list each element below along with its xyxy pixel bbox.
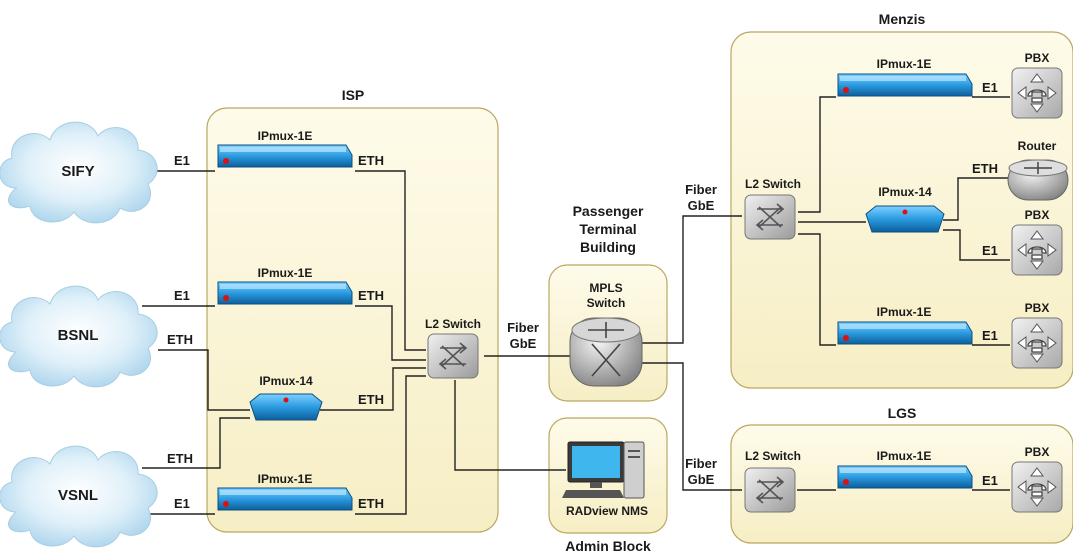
pbx-icon — [1011, 317, 1063, 369]
l2-switch-icon — [744, 467, 796, 513]
link-label: ETH — [167, 332, 193, 347]
link-label: ETH — [358, 288, 384, 303]
device-label: IPmux-1E — [258, 472, 313, 486]
device-label: MPLS — [589, 281, 622, 295]
device-label: IPmux-1E — [877, 305, 932, 319]
device-label: IPmux-14 — [259, 374, 313, 388]
cloud-label-bsnl: BSNL — [58, 327, 99, 344]
link-label: E1 — [174, 153, 190, 168]
ipmux-1e-device — [217, 281, 353, 305]
isp-zone — [206, 107, 499, 533]
link-label: GbE — [688, 198, 715, 213]
link-label: E1 — [982, 243, 998, 258]
device-label: RADview NMS — [566, 504, 648, 518]
connection-lines — [142, 96, 1010, 515]
ipmux-1e-device — [217, 487, 353, 511]
device-label: PBX — [1025, 301, 1050, 315]
link-label: E1 — [174, 288, 190, 303]
link-label: E1 — [174, 496, 190, 511]
device-label: PBX — [1025, 51, 1050, 65]
device-label: Router — [1018, 139, 1057, 153]
device-label: IPmux-1E — [877, 57, 932, 71]
cloud-label-sify: SIFY — [61, 163, 94, 180]
device-label: IPmux-1E — [258, 266, 313, 280]
device-label: Switch — [587, 296, 626, 310]
link-label: E1 — [982, 328, 998, 343]
zone-label-lgs: LGS — [888, 405, 917, 421]
device-label: PBX — [1025, 445, 1050, 459]
nms-computer-icon — [562, 441, 645, 499]
l2-switch-icon — [427, 333, 479, 379]
ipmux-14-device — [865, 205, 945, 233]
pbx-icon — [1011, 67, 1063, 119]
link-label: ETH — [358, 153, 384, 168]
zone-label-terminal: Terminal — [579, 221, 636, 237]
ipmux-14-device — [249, 393, 323, 421]
zone-label-terminal: Passenger — [573, 203, 644, 219]
zone-label-isp: ISP — [342, 87, 365, 103]
link-label: ETH — [972, 161, 998, 176]
link-label: GbE — [688, 472, 715, 487]
device-label: L2 Switch — [745, 449, 801, 463]
ipmux-1e-device — [837, 465, 973, 489]
router-icon — [1007, 159, 1069, 201]
device-label: IPmux-1E — [877, 449, 932, 463]
mpls-switch-icon — [569, 317, 643, 387]
link-label: ETH — [358, 392, 384, 407]
device-label: PBX — [1025, 208, 1050, 222]
device-label: IPmux-1E — [258, 129, 313, 143]
pbx-icon — [1011, 461, 1063, 513]
link-label: E1 — [982, 473, 998, 488]
zone-label-terminal: Building — [580, 239, 636, 255]
device-label: IPmux-14 — [878, 185, 932, 199]
ipmux-1e-device — [837, 73, 973, 97]
link-label: Fiber — [685, 456, 717, 471]
link-label: E1 — [982, 80, 998, 95]
device-label: L2 Switch — [745, 177, 801, 191]
link-label: ETH — [167, 451, 193, 466]
link-label: ETH — [358, 496, 384, 511]
zone-label-menzis: Menzis — [879, 11, 926, 27]
ipmux-1e-device — [217, 144, 353, 168]
ipmux-1e-device — [837, 321, 973, 345]
link-label: Fiber — [685, 182, 717, 197]
cloud-label-vsnl: VSNL — [58, 487, 98, 504]
pbx-icon — [1011, 224, 1063, 276]
device-label: L2 Switch — [425, 317, 481, 331]
zone-label-admin: Admin Block — [565, 538, 651, 554]
l2-switch-icon — [744, 194, 796, 240]
link-label: Fiber — [507, 320, 539, 335]
link-label: GbE — [510, 336, 537, 351]
